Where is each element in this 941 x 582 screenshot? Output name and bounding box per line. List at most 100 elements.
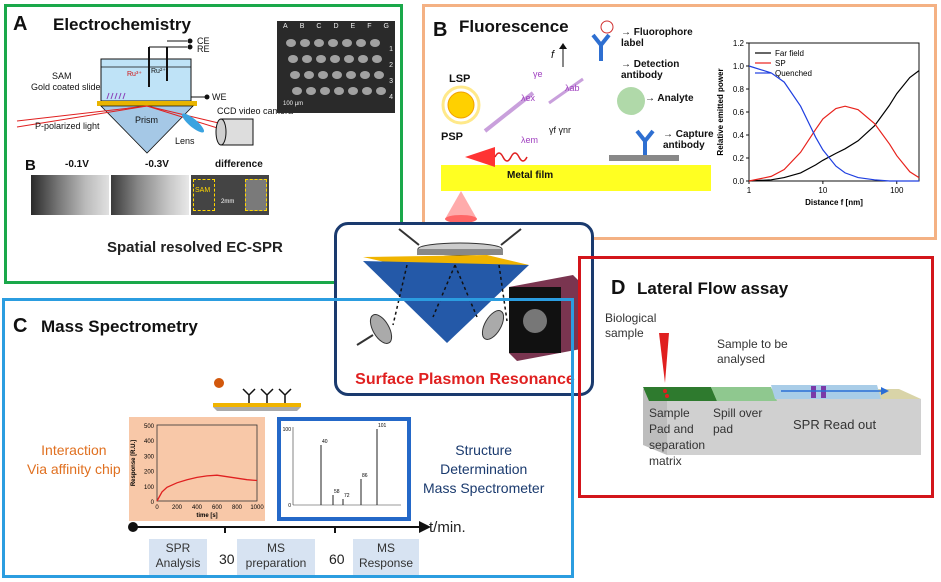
x-tick-label: 10	[818, 186, 827, 195]
row-label: 2	[389, 61, 393, 69]
spr-spot	[332, 71, 342, 79]
ccd-label: CCD video camera	[217, 106, 294, 116]
panel-letter: D	[611, 277, 626, 299]
y-tick-label: 200	[144, 470, 155, 476]
detection-antibody-label: → Detection antibody	[621, 59, 680, 81]
lateral-flow-strip	[643, 333, 921, 455]
spr-readout-label: SPR Read out	[793, 417, 877, 432]
voltage-label: -0.1V	[65, 159, 89, 170]
spr-spot	[320, 87, 330, 95]
plot-frame	[748, 42, 920, 182]
spr-spot	[286, 39, 296, 47]
spr-spot	[374, 71, 384, 79]
x-tick-label: 200	[172, 505, 183, 511]
fluorophore-label: → Fluorophore label	[621, 27, 693, 49]
panel-title: Mass Spectrometry	[41, 317, 198, 336]
ms-peak-label: 58	[334, 489, 340, 495]
spr-spot	[300, 39, 310, 47]
sam-label: SAM	[52, 71, 72, 81]
f-label: f	[551, 49, 555, 61]
spr-spot	[342, 39, 352, 47]
interaction-line: Interaction	[41, 442, 107, 458]
spr-spot	[372, 55, 382, 63]
lambda-ab-label: λab	[565, 83, 580, 93]
y-tick-label: 300	[144, 454, 155, 460]
y-tick-label: 1.0	[733, 62, 745, 71]
structure-line: Determination	[440, 461, 528, 477]
image-difference: SAM 2mm	[191, 175, 269, 215]
series-line-sp	[748, 105, 920, 182]
spr-spot	[358, 55, 368, 63]
tick-60-label: 60	[329, 551, 345, 567]
spr-spot	[292, 87, 302, 95]
y-tick-label: 0	[151, 500, 155, 506]
x-tick-label: 1000	[250, 505, 264, 511]
spr-spot	[328, 39, 338, 47]
spill-pad-label: Spill over pad	[713, 406, 763, 436]
spr-spot	[302, 55, 312, 63]
x-tick-label: 0	[155, 505, 159, 511]
spr-spot	[344, 55, 354, 63]
panel-letter: C	[13, 315, 28, 337]
col-label: B	[299, 23, 305, 30]
response-frame	[156, 424, 258, 502]
step-ms-response: MS Response	[353, 539, 419, 575]
step-spr-analysis: SPR Analysis	[149, 539, 207, 575]
panel-title: Electrochemistry	[53, 15, 191, 34]
capture-antibody-label: → Capture antibody	[663, 129, 714, 151]
tick-30-label: 30	[219, 551, 235, 567]
col-label: E	[350, 23, 356, 30]
panel-fluorescence: B Fluorescence LSP PSP Metal film f λex	[422, 4, 937, 240]
spr-spot	[316, 55, 326, 63]
image-minus03v	[111, 175, 189, 215]
panel-a-caption: Spatial resolved EC-SPR	[107, 239, 283, 256]
sample-analysed-label: Sample to be analysed	[717, 337, 788, 366]
lambda-em-label: λem	[521, 135, 539, 145]
series-line-far-field	[748, 70, 920, 182]
x-axis-label: time [s]	[196, 513, 217, 519]
diff-scale-label: 2mm	[221, 199, 235, 205]
image-minus01v	[31, 175, 109, 215]
y-tick-label: 400	[144, 439, 155, 445]
legend-label: SP	[775, 59, 786, 68]
structure-line: Structure	[455, 442, 513, 458]
step-ms-preparation: MS preparation	[237, 539, 315, 575]
fluorescence-diagram	[441, 20, 711, 223]
grid-cols: A B C D E F G	[277, 23, 395, 30]
ms-spectrum-frame	[277, 417, 411, 521]
spot-array	[286, 39, 386, 95]
scale-bar-label: 100 µm	[283, 101, 304, 107]
spr-spot	[314, 39, 324, 47]
y-tick-label: 0.2	[733, 154, 745, 163]
x-axis-label: Distance f [nm]	[805, 198, 863, 207]
col-label: A	[283, 23, 288, 30]
ru3-label: Ru³⁺	[127, 71, 142, 78]
affinity-chip	[213, 378, 301, 411]
series-line-quenched	[748, 65, 919, 182]
spr-spot	[288, 55, 298, 63]
y-tick-label: 0.8	[733, 85, 745, 94]
legend-label: Far field	[775, 49, 804, 58]
spr-spot	[330, 55, 340, 63]
x-tick-label: 600	[212, 505, 223, 511]
response-chart-bg	[129, 417, 265, 521]
response-line	[156, 474, 258, 502]
structure-text: Structure Determination Mass Spectromete…	[423, 441, 544, 498]
spr-spot	[304, 71, 314, 79]
spr-spot	[290, 71, 300, 79]
voltage-label: -0.3V	[145, 159, 169, 170]
spr-spot	[346, 71, 356, 79]
row-label: 3	[389, 77, 393, 85]
center-title: Surface Plasmon Resonance	[355, 371, 575, 388]
spr-spot	[348, 87, 358, 95]
y-tick-label: 0.4	[733, 131, 745, 140]
prism-label: Prism	[135, 115, 158, 125]
panel-lateral-flow: D Lateral Flow assay Biological sample S…	[578, 256, 934, 498]
spr-spot	[370, 39, 380, 47]
re-label: RE	[197, 44, 210, 54]
ms-y-tick-label: 100	[283, 427, 292, 433]
y-tick-label: 100	[144, 485, 155, 491]
col-label: G	[383, 23, 389, 30]
